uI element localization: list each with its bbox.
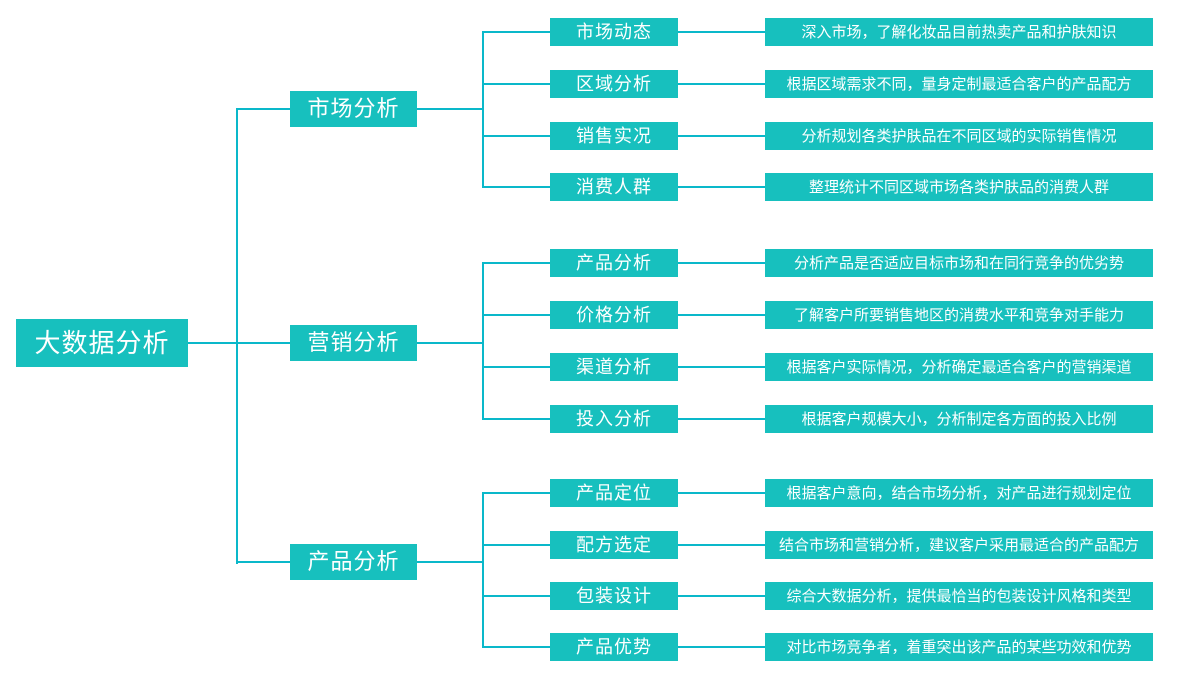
- connector-line: [237, 561, 290, 563]
- description-node[interactable]: 根据客户意向，结合市场分析，对产品进行规划定位: [765, 479, 1153, 507]
- branch-node[interactable]: 市场分析: [290, 91, 417, 127]
- root-node[interactable]: 大数据分析: [16, 319, 188, 367]
- connector-line: [678, 366, 765, 368]
- connector-line: [678, 135, 765, 137]
- connector-line: [678, 492, 765, 494]
- description-node[interactable]: 整理统计不同区域市场各类护肤品的消费人群: [765, 173, 1153, 201]
- description-node[interactable]: 根据区域需求不同，量身定制最适合客户的产品配方: [765, 70, 1153, 98]
- description-node[interactable]: 分析产品是否适应目标市场和在同行竞争的优劣势: [765, 249, 1153, 277]
- topic-node[interactable]: 配方选定: [550, 531, 678, 559]
- connector-line: [483, 595, 550, 597]
- topic-node[interactable]: 消费人群: [550, 173, 678, 201]
- connector-line: [188, 342, 290, 344]
- topic-node[interactable]: 产品分析: [550, 249, 678, 277]
- connector-line: [483, 262, 550, 264]
- connector-line: [483, 366, 550, 368]
- connector-line: [483, 646, 550, 648]
- connector-line: [417, 108, 483, 110]
- connector-line: [482, 492, 484, 648]
- topic-node[interactable]: 产品优势: [550, 633, 678, 661]
- connector-line: [417, 342, 483, 344]
- connector-line: [678, 595, 765, 597]
- connector-line: [483, 544, 550, 546]
- connector-line: [237, 108, 290, 110]
- description-node[interactable]: 根据客户规模大小，分析制定各方面的投入比例: [765, 405, 1153, 433]
- branch-node[interactable]: 产品分析: [290, 544, 417, 580]
- topic-node[interactable]: 市场动态: [550, 18, 678, 46]
- connector-line: [483, 135, 550, 137]
- connector-line: [483, 418, 550, 420]
- connector-line: [483, 83, 550, 85]
- connector-line: [678, 31, 765, 33]
- topic-node[interactable]: 产品定位: [550, 479, 678, 507]
- description-node[interactable]: 综合大数据分析，提供最恰当的包装设计风格和类型: [765, 582, 1153, 610]
- description-node[interactable]: 分析规划各类护肤品在不同区域的实际销售情况: [765, 122, 1153, 150]
- topic-node[interactable]: 销售实况: [550, 122, 678, 150]
- connector-line: [482, 262, 484, 420]
- topic-node[interactable]: 价格分析: [550, 301, 678, 329]
- description-node[interactable]: 根据客户实际情况，分析确定最适合客户的营销渠道: [765, 353, 1153, 381]
- connector-line: [678, 544, 765, 546]
- topic-node[interactable]: 渠道分析: [550, 353, 678, 381]
- connector-line: [678, 314, 765, 316]
- connector-line: [678, 186, 765, 188]
- connector-line: [678, 262, 765, 264]
- connector-line: [678, 83, 765, 85]
- description-node[interactable]: 了解客户所要销售地区的消费水平和竞争对手能力: [765, 301, 1153, 329]
- topic-node[interactable]: 投入分析: [550, 405, 678, 433]
- topic-node[interactable]: 区域分析: [550, 70, 678, 98]
- branch-node[interactable]: 营销分析: [290, 325, 417, 361]
- connector-line: [483, 186, 550, 188]
- connector-line: [417, 561, 483, 563]
- connector-line: [483, 31, 550, 33]
- connector-line: [678, 646, 765, 648]
- description-node[interactable]: 深入市场，了解化妆品目前热卖产品和护肤知识: [765, 18, 1153, 46]
- connector-line: [482, 31, 484, 188]
- connector-line: [236, 108, 238, 564]
- description-node[interactable]: 对比市场竞争者，着重突出该产品的某些功效和优势: [765, 633, 1153, 661]
- connector-line: [678, 418, 765, 420]
- connector-line: [483, 314, 550, 316]
- topic-node[interactable]: 包装设计: [550, 582, 678, 610]
- connector-line: [483, 492, 550, 494]
- description-node[interactable]: 结合市场和营销分析，建议客户采用最适合的产品配方: [765, 531, 1153, 559]
